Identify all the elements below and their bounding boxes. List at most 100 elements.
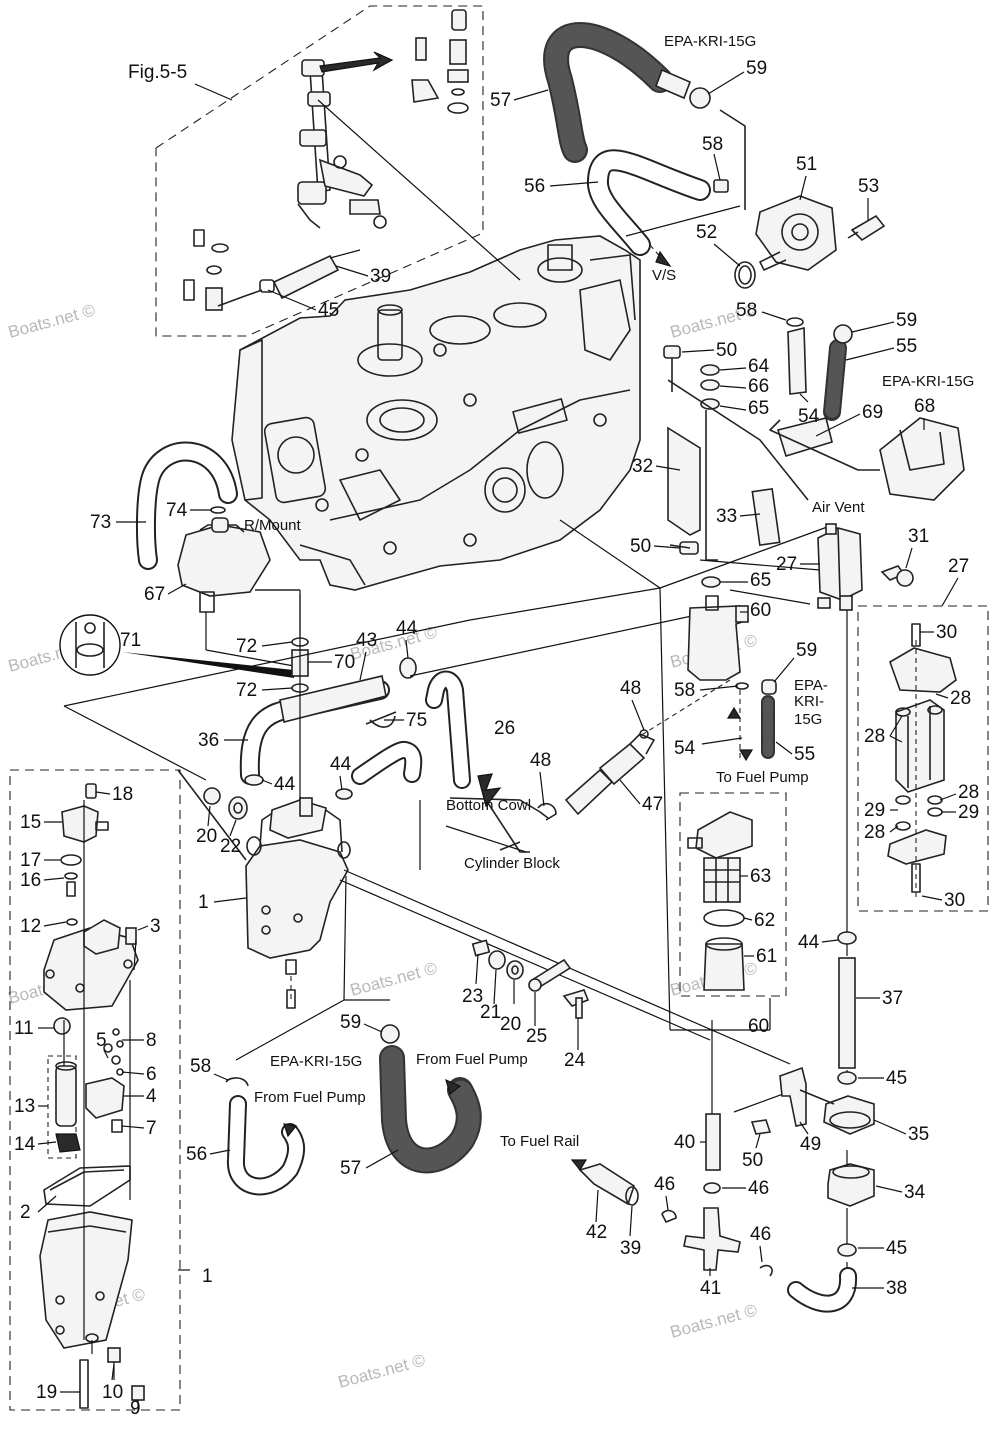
callout-72: 72	[236, 636, 257, 657]
epa-hose-label: EPA-KRI-15G	[882, 373, 974, 390]
callout-46: 46	[654, 1174, 675, 1195]
callout-73: 73	[90, 512, 111, 533]
callout-29: 29	[958, 802, 979, 823]
callout-13: 13	[14, 1096, 35, 1117]
from-fuel-pump-label: From Fuel Pump	[254, 1089, 366, 1106]
callout-75: 75	[406, 710, 427, 731]
callout-68: 68	[914, 396, 935, 417]
to-fuel-rail-label: To Fuel Rail	[500, 1133, 579, 1150]
callout-45: 45	[886, 1068, 907, 1089]
text-labels: Fig.5-5 EPA-KRI-15G V/S EPA-KRI-15G R/Mo…	[128, 33, 974, 1150]
callout-28: 28	[864, 726, 885, 747]
callout-40: 40	[674, 1132, 695, 1153]
callout-43: 43	[356, 630, 377, 651]
vs-label: V/S	[652, 267, 676, 284]
fuel-filter-inset-outline	[679, 792, 787, 997]
callout-7: 7	[146, 1118, 157, 1139]
vapor-separator-assembly	[63, 594, 471, 1009]
callout-18: 18	[112, 784, 133, 805]
watermark: Boats.net ©	[348, 958, 439, 1000]
callout-numbers: 57 59 58 51 56 53 52 39 45 58 59 55 50 6…	[14, 58, 979, 1419]
callout-2: 2	[20, 1202, 31, 1223]
callout-58: 58	[674, 680, 695, 701]
callout-11: 11	[14, 1018, 34, 1039]
callout-72: 72	[236, 680, 257, 701]
callout-64: 64	[748, 356, 770, 377]
callout-1: 1	[202, 1266, 213, 1287]
epa-hose-label: EPA-KRI-15G	[270, 1053, 362, 1070]
callout-42: 42	[586, 1222, 607, 1243]
high-pressure-pump-area	[543, 22, 965, 561]
callout-52: 52	[696, 222, 717, 243]
callout-3: 3	[150, 916, 161, 937]
callout-37: 37	[882, 988, 903, 1009]
callout-54: 54	[674, 738, 696, 759]
fig-ref-leader	[194, 83, 233, 101]
callout-63: 63	[750, 866, 771, 887]
callout-24: 24	[564, 1050, 586, 1071]
callout-67: 67	[144, 584, 165, 605]
callout-44: 44	[274, 774, 296, 795]
epa-hose-label-line3: 15G	[794, 711, 822, 728]
callout-29: 29	[864, 800, 885, 821]
callout-30: 30	[944, 890, 965, 911]
callout-28: 28	[864, 822, 885, 843]
callout-46: 46	[748, 1178, 769, 1199]
callout-58: 58	[736, 300, 757, 321]
callout-74: 74	[166, 500, 188, 521]
cylinder-block-illustration	[231, 235, 641, 591]
from-fuel-pump-label: From Fuel Pump	[416, 1051, 528, 1068]
callout-56: 56	[186, 1144, 207, 1165]
callout-33: 33	[716, 506, 737, 527]
callout-45: 45	[886, 1238, 907, 1259]
callout-35: 35	[908, 1124, 929, 1145]
callout-48: 48	[620, 678, 641, 699]
vapor-separator-exploded	[39, 783, 190, 1410]
callout-12: 12	[20, 916, 41, 937]
callout-44: 44	[396, 618, 418, 639]
callout-22: 22	[220, 836, 241, 857]
air-vent-assembly	[817, 523, 957, 900]
group-outlines	[9, 5, 989, 1411]
callout-31: 31	[908, 526, 929, 547]
callout-48: 48	[530, 750, 551, 771]
watermark: Boats.net ©	[6, 300, 97, 342]
callout-44: 44	[330, 754, 352, 775]
callout-34: 34	[904, 1182, 926, 1203]
callout-21: 21	[480, 1002, 501, 1023]
watermark: Boats.net ©	[668, 1300, 759, 1342]
callout-47: 47	[642, 794, 663, 815]
callout-65: 65	[750, 570, 771, 591]
callout-44: 44	[798, 932, 820, 953]
mounting-hardware	[471, 939, 590, 1050]
callout-54: 54	[798, 406, 820, 427]
bracket-and-tee	[570, 1066, 835, 1271]
callout-50: 50	[630, 536, 651, 557]
callout-60: 60	[748, 1016, 769, 1037]
callout-30: 30	[936, 622, 957, 643]
callout-53: 53	[858, 176, 879, 197]
middle-hoses	[239, 657, 731, 853]
fuel-filter-assembly	[687, 576, 777, 991]
callout-61: 61	[756, 946, 777, 967]
callout-71: 71	[120, 630, 141, 651]
figure-reference: Fig.5-5	[128, 62, 187, 83]
assembly-leader-lines	[235, 519, 848, 1270]
lower-hoses	[225, 1024, 482, 1196]
epa-hose-label: EPA-KRI-15G	[664, 33, 756, 50]
callout-57: 57	[490, 90, 511, 111]
air-vent-label: Air Vent	[812, 499, 865, 516]
callout-65: 65	[748, 398, 769, 419]
callout-23: 23	[462, 986, 483, 1007]
callout-25: 25	[526, 1026, 547, 1047]
bottom-cowl-label: Bottom Cowl	[446, 797, 531, 814]
callout-19: 19	[36, 1382, 57, 1403]
callout-70: 70	[334, 652, 355, 673]
callout-59: 59	[796, 640, 817, 661]
callout-27: 27	[776, 554, 797, 575]
callout-58: 58	[702, 134, 723, 155]
fuel-rail-assembly	[183, 9, 521, 311]
callout-27: 27	[948, 556, 969, 577]
air-vent-inset-outline	[857, 605, 989, 912]
